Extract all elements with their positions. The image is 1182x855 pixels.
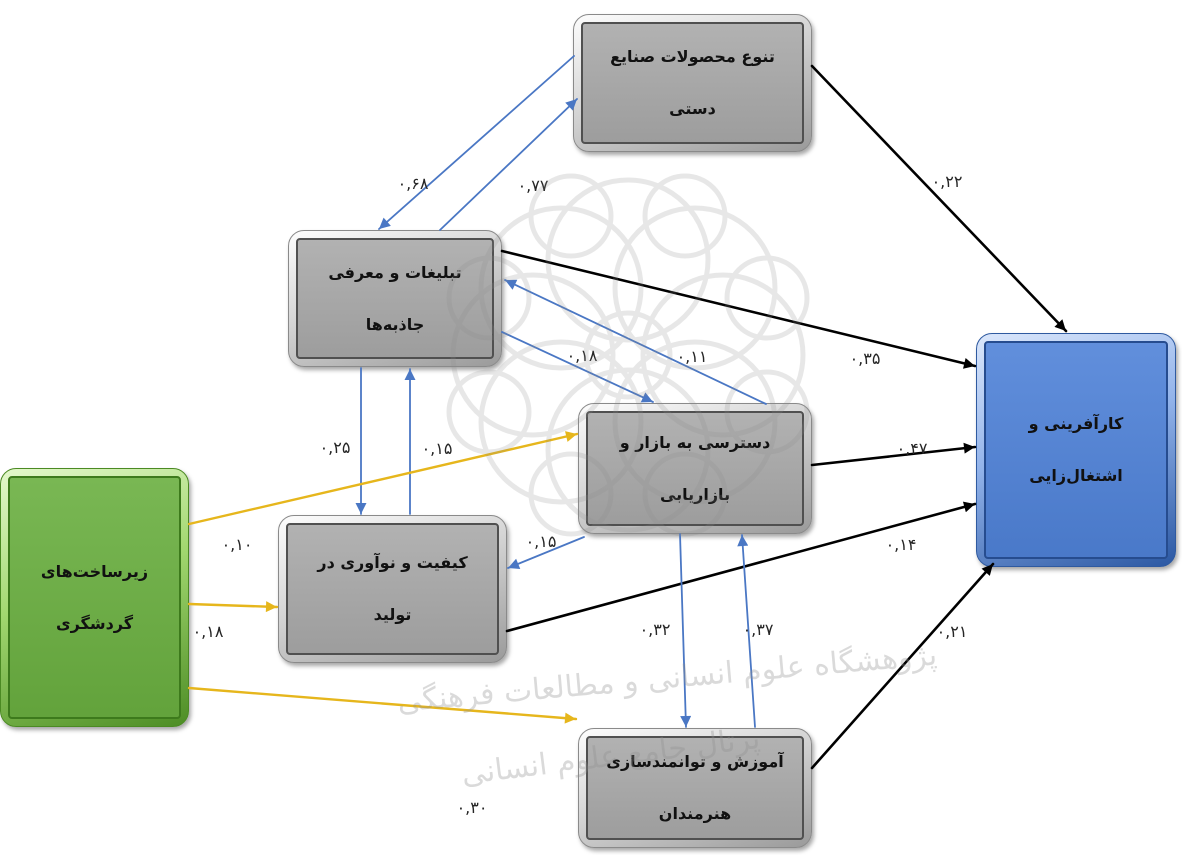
node-quality-innovation-line2: تولید [373, 605, 412, 624]
node-training: آموزش و توانمندسازی هنرمندان [578, 728, 812, 848]
coef-market-to-entrepreneurship: ۰,۴۷ [897, 439, 928, 458]
arrow-training-to-market [737, 534, 756, 728]
coef-promotion-to-crafts: ۰,۷۷ [518, 176, 549, 195]
coef-crafts-to-promotion: ۰,۶۸ [398, 174, 429, 193]
coef-market-to-training: ۰,۳۲ [640, 620, 671, 639]
coef-training-to-entrepreneurship: ۰,۲۱ [937, 622, 968, 641]
node-market-access-line1: دسترسی به بازار و [619, 432, 771, 452]
node-entrepreneurship: کارآفرینی و اشتغال‌زایی [976, 333, 1176, 567]
node-promotion-body: تبلیغات و معرفی جاذبه‌ها [296, 238, 494, 359]
coef-infrastructure-to-market: ۰,۱۰ [222, 535, 253, 554]
node-crafts-diversity-body: تنوع محصولات صنایع دستی [581, 22, 804, 144]
node-quality-innovation-line1: کیفیت و نوآوری در [317, 553, 468, 572]
coef-training-to-market: ۰,۳۷ [743, 620, 774, 639]
arrow-market-to-entrepreneurship [810, 442, 977, 467]
node-crafts-diversity: تنوع محصولات صنایع دستی [573, 14, 812, 152]
arrow-crafts-to-promotion [378, 55, 575, 230]
node-market-access-line2: بازاریابی [659, 484, 731, 504]
node-promotion-line1: تبلیغات و معرفی [328, 262, 462, 282]
coef-quality-to-entrepreneurship: ۰,۱۴ [886, 535, 917, 554]
node-entrepreneurship-body: کارآفرینی و اشتغال‌زایی [984, 341, 1168, 559]
node-market-access-body: دسترسی به بازار و بازاریابی [586, 411, 804, 526]
node-training-line1: آموزش و توانمندسازی [606, 752, 784, 771]
node-training-line2: هنرمندان [658, 804, 732, 823]
coef-market-to-quality: ۰,۱۵ [526, 532, 557, 551]
node-tourism-infrastructure-line1: زیرساخت‌های [40, 561, 149, 581]
arrow-quality-to-entrepreneurship [505, 501, 977, 633]
coef-market-to-promotion: ۰,۱۱ [677, 347, 708, 366]
arrow-infrastructure-to-quality [187, 601, 279, 613]
node-quality-innovation-body: کیفیت و نوآوری در تولید [286, 523, 499, 655]
node-crafts-diversity-line1: تنوع محصولات صنایع [610, 47, 775, 66]
coef-infrastructure-to-training: ۰,۳۰ [457, 798, 488, 817]
node-tourism-infrastructure-line2: گردشگری [55, 613, 134, 633]
coef-promotion-to-market: ۰,۱۸ [567, 346, 598, 365]
arrow-crafts-to-entrepreneurship [810, 64, 1068, 333]
node-promotion-line2: جاذبه‌ها [365, 314, 425, 334]
arrow-market-to-promotion [504, 279, 767, 405]
node-promotion: تبلیغات و معرفی جاذبه‌ها [288, 230, 502, 367]
arrow-promotion-to-crafts [439, 98, 578, 231]
coef-crafts-to-entrepreneurship: ۰,۲۲ [932, 172, 963, 191]
coef-quality-to-promotion: ۰,۱۵ [422, 439, 453, 458]
arrow-market-to-training [679, 533, 692, 728]
node-market-access: دسترسی به بازار و بازاریابی [578, 403, 812, 534]
node-entrepreneurship-line2: اشتغال‌زایی [1029, 466, 1123, 485]
arrow-promotion-to-market [501, 331, 654, 403]
node-tourism-infrastructure: زیرساخت‌های گردشگری [0, 468, 189, 727]
coef-infrastructure-to-quality: ۰,۱۸ [193, 622, 224, 641]
node-quality-innovation: کیفیت و نوآوری در تولید [278, 515, 507, 663]
node-tourism-infrastructure-body: زیرساخت‌های گردشگری [8, 476, 181, 719]
coef-promotion-to-entrepreneurship: ۰,۳۵ [850, 349, 881, 368]
arrow-infrastructure-to-market [187, 431, 579, 526]
arrow-market-to-quality [507, 536, 585, 569]
node-entrepreneurship-line1: کارآفرینی و [1028, 414, 1124, 433]
arrow-infrastructure-to-training [187, 686, 578, 724]
node-crafts-diversity-line2: دستی [669, 99, 716, 118]
node-training-body: آموزش و توانمندسازی هنرمندان [586, 736, 804, 840]
arrow-promotion-to-entrepreneurship [500, 249, 977, 369]
arrow-training-to-entrepreneurship [810, 562, 995, 770]
coef-promotion-to-quality: ۰,۲۵ [320, 438, 351, 457]
